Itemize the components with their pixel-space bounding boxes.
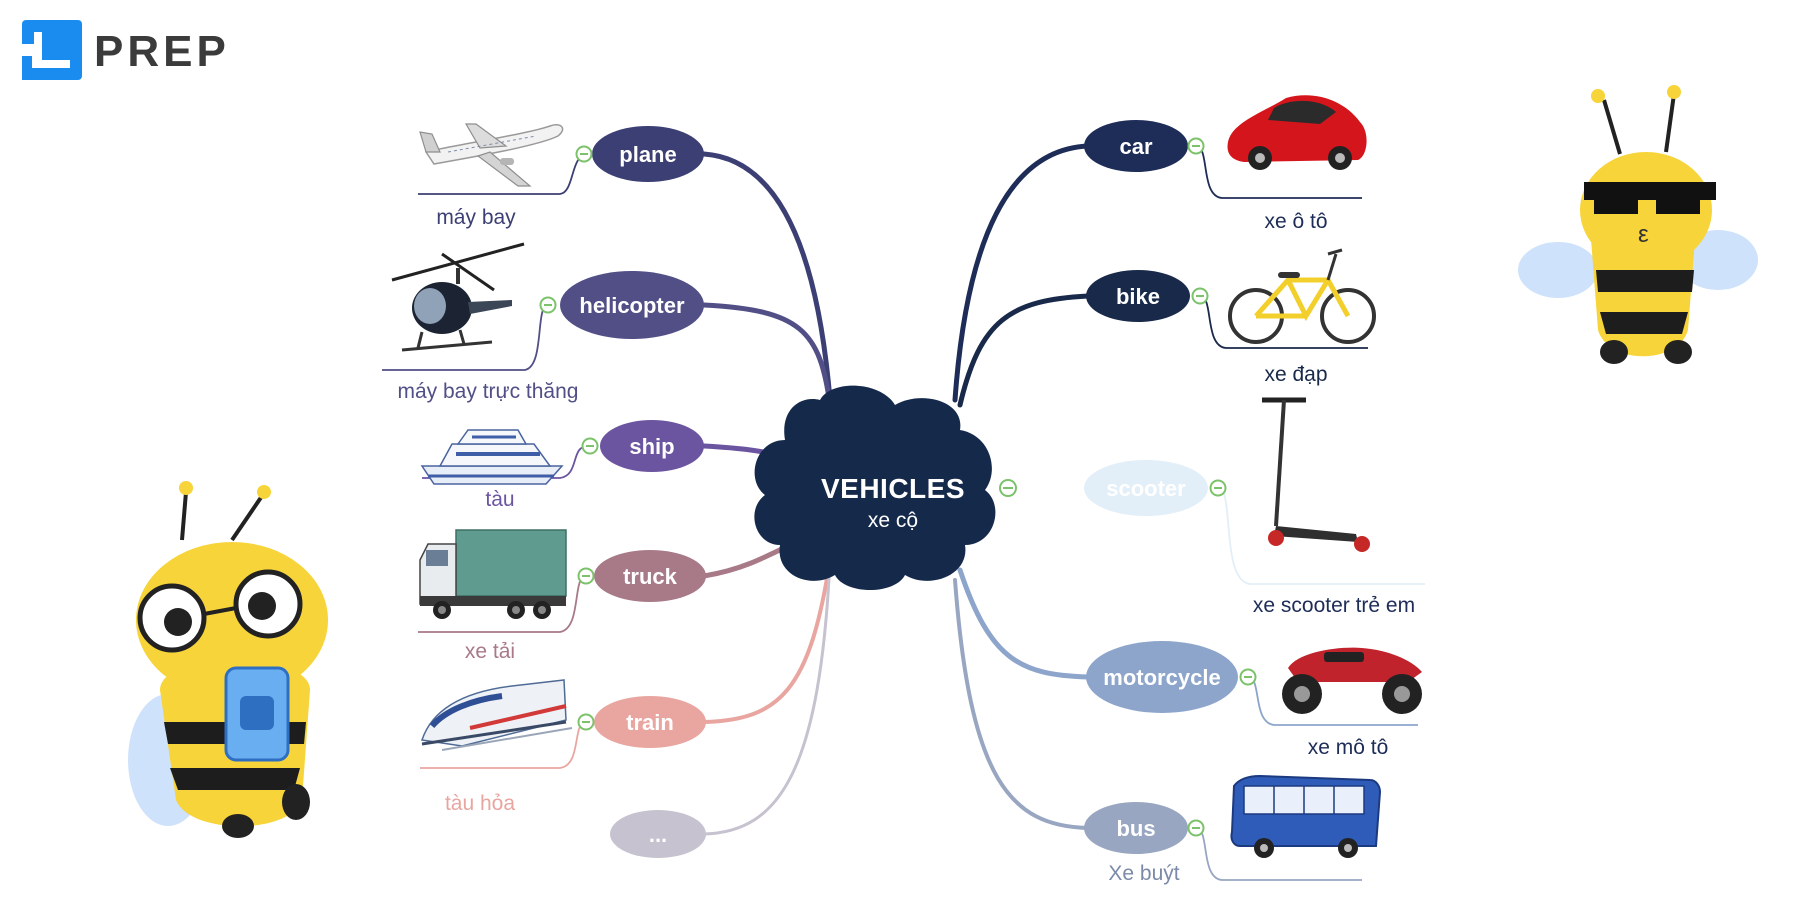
ship-image [420, 429, 564, 485]
translation-car: xe ô tô [1264, 210, 1327, 233]
collapse-toggle-bike[interactable] [1191, 287, 1209, 305]
bicycle-image [1228, 248, 1376, 344]
node-scooter[interactable]: scooter [1084, 460, 1208, 516]
node-truck[interactable]: truck [594, 550, 706, 602]
collapse-toggle-truck[interactable] [577, 567, 595, 585]
collapse-toggle-scooter[interactable] [1209, 479, 1227, 497]
translation-motorcycle: xe mô tô [1308, 736, 1389, 759]
edge-plane [701, 151, 833, 403]
node-plane-label: plane [619, 142, 676, 167]
helicopter-image [391, 242, 525, 352]
center-cloud [754, 385, 996, 590]
atv-image [1282, 647, 1422, 714]
node-plane[interactable]: plane [592, 126, 704, 182]
translation-ship: tàu [485, 488, 514, 511]
airplane-image [419, 123, 564, 187]
node-more[interactable]: ... [610, 810, 706, 858]
translation-train: tàu hỏa [445, 792, 515, 815]
edge-bus [953, 578, 1090, 830]
center-title: VEHICLES [821, 473, 965, 504]
bus-image [1230, 774, 1382, 858]
kick-scooter-image [1262, 397, 1370, 552]
red-car-image [1227, 95, 1367, 170]
collapse-toggle-train[interactable] [577, 713, 595, 731]
translation-helicopter: máy bay trực thăng [398, 380, 579, 403]
edge-car [952, 143, 1091, 403]
node-ship-label: ship [629, 434, 674, 459]
node-helicopter[interactable]: helicopter [560, 271, 704, 339]
collapse-toggle-helicopter[interactable] [539, 296, 557, 314]
edge-train [702, 558, 832, 724]
node-bike[interactable]: bike [1086, 270, 1190, 322]
translation-truck: xe tải [465, 640, 515, 663]
translation-scooter: xe scooter trẻ em [1253, 594, 1415, 617]
node-more-label: ... [649, 822, 667, 847]
node-bus[interactable]: bus [1084, 802, 1188, 854]
prep-logo[interactable]: PREP [22, 20, 230, 80]
edge-helicopter [701, 302, 833, 408]
node-bike-label: bike [1116, 284, 1160, 309]
translation-plane: máy bay [436, 206, 516, 229]
center-collapse-toggle[interactable] [999, 479, 1017, 497]
collapse-toggle-car[interactable] [1187, 137, 1205, 155]
edge-bike [957, 293, 1091, 408]
node-car[interactable]: car [1084, 120, 1188, 172]
collapse-toggle-motorcycle[interactable] [1239, 668, 1257, 686]
collapse-toggle-ship[interactable] [581, 437, 599, 455]
node-train-label: train [626, 710, 674, 735]
translation-bike: xe đạp [1264, 363, 1327, 386]
node-motorcycle-label: motorcycle [1103, 665, 1220, 690]
center-node[interactable]: VEHICLES xe cộ [754, 385, 1017, 590]
translation-bus: Xe buýt [1108, 862, 1179, 885]
train-image [421, 679, 573, 751]
node-car-label: car [1119, 134, 1152, 159]
edge-more [702, 558, 832, 836]
node-scooter-label: scooter [1106, 476, 1186, 501]
bee-with-glasses-and-phone [128, 481, 328, 838]
svg-text:ε: ε [1638, 221, 1649, 248]
node-motorcycle[interactable]: motorcycle [1086, 641, 1238, 713]
branch-edges [701, 143, 1091, 836]
node-helicopter-label: helicopter [579, 293, 685, 318]
node-bus-label: bus [1116, 816, 1155, 841]
bee-with-sunglasses: ε [1518, 85, 1758, 364]
truck-image [419, 529, 567, 619]
node-train[interactable]: train [594, 696, 706, 748]
node-truck-label: truck [623, 564, 678, 589]
edge-motorcycle [957, 567, 1091, 680]
collapse-toggle-bus[interactable] [1187, 819, 1205, 837]
collapse-toggle-plane[interactable] [575, 145, 593, 163]
prep-logo-text: PREP [94, 27, 230, 76]
prep-logo-mark [22, 20, 82, 80]
center-subtitle: xe cộ [868, 509, 918, 532]
node-ship[interactable]: ship [600, 420, 704, 472]
